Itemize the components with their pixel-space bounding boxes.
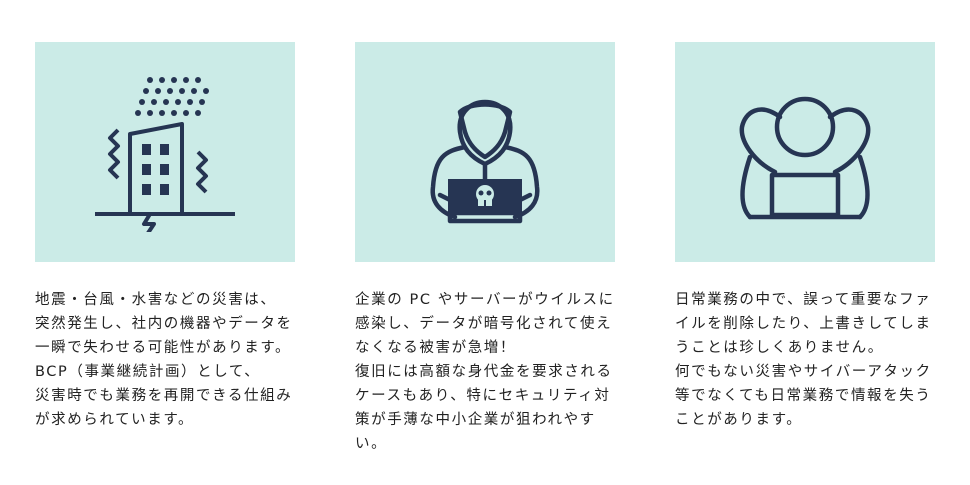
text-line: 災害時でも業務を再開できる仕組み <box>35 388 293 404</box>
card-description: 日常業務の中で、誤って重要なファ イルを削除したり、上書きしてしま うことは珍し… <box>675 288 935 432</box>
text-line: 復旧には高額な身代金を要求される <box>355 364 613 380</box>
text-line: 突然発生し、社内の機器やデータを <box>35 316 293 332</box>
text-line: イルを削除したり、上書きしてしま <box>675 316 932 332</box>
text-line: ことがあります。 <box>675 412 803 428</box>
text-line: 等でなくても日常業務で情報を失う <box>675 388 932 404</box>
card-ransomware: 企業の PC やサーバーがウイルスに 感染し、データが暗号化されて使え なくなる… <box>355 42 615 456</box>
text-line: 何でもない災害やサイバーアタック <box>675 364 932 380</box>
text-line: 地震・台風・水害などの災害は、 <box>35 292 277 308</box>
text-line: 一瞬で失わせる可能性があります。 <box>35 340 292 356</box>
text-line: なくなる被害が急増！ <box>355 340 516 356</box>
card-description: 地震・台風・水害などの災害は、 突然発生し、社内の機器やデータを 一瞬で失わせる… <box>35 288 295 432</box>
disaster-building-icon <box>95 77 235 232</box>
text-line: 日常業務の中で、誤って重要なファ <box>675 292 932 308</box>
text-line: BCP（事業継続計画）として、 <box>35 364 261 380</box>
hacker-laptop-icon <box>430 99 540 224</box>
illustration-panel <box>675 42 935 262</box>
illustration-panel <box>355 42 615 262</box>
text-line: うことは珍しくありません。 <box>675 340 884 356</box>
card-disaster: 地震・台風・水害などの災害は、 突然発生し、社内の機器やデータを 一瞬で失わせる… <box>35 42 295 432</box>
text-line: い。 <box>355 436 388 452</box>
frustrated-person-laptop-icon <box>739 96 871 220</box>
text-line: 策が手薄な中小企業が狙われやす <box>355 412 596 428</box>
card-human-error: 日常業務の中で、誤って重要なファ イルを削除したり、上書きしてしま うことは珍し… <box>675 42 935 432</box>
text-line: が求められています。 <box>35 412 195 428</box>
illustration-panel <box>35 42 295 262</box>
text-line: 感染し、データが暗号化されて使え <box>355 316 613 332</box>
text-line: ケースもあり、特にセキュリティ対 <box>355 388 611 404</box>
card-description: 企業の PC やサーバーがウイルスに 感染し、データが暗号化されて使え なくなる… <box>355 288 615 456</box>
text-line: 企業の PC やサーバーがウイルスに <box>355 292 615 308</box>
